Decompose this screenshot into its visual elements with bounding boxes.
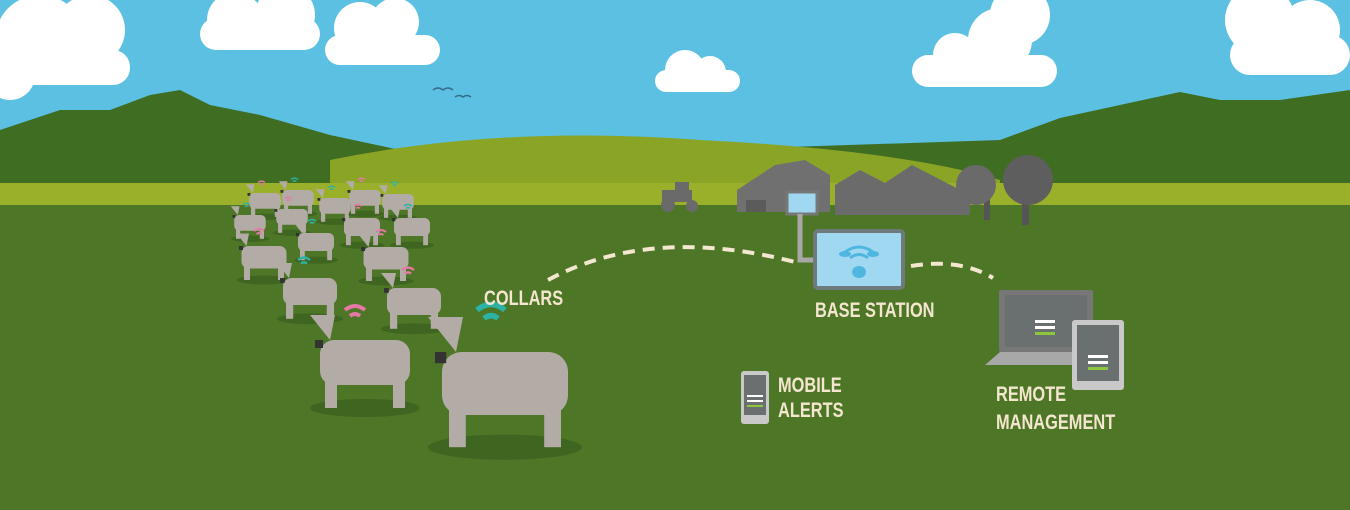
link-collars-to-base: [547, 245, 796, 282]
cow: [230, 202, 270, 242]
link-base-to-remote: [910, 261, 995, 280]
barn-antenna-box: [785, 190, 819, 216]
cloud: [0, 0, 130, 100]
laptop: [985, 290, 1100, 365]
cloud: [1225, 0, 1350, 75]
cloud: [655, 50, 740, 92]
mobile-alerts-label-line1: MOBILE: [778, 374, 842, 397]
mobile-alerts-label-line2: ALERTS: [778, 399, 844, 422]
field: [0, 205, 1350, 510]
cloud: [325, 0, 440, 65]
remote-management-label-line2: MANAGEMENT: [996, 411, 1116, 434]
cow: [428, 301, 582, 460]
sheds: [835, 165, 970, 215]
cloud: [200, 0, 320, 50]
remote-management-label-line1: REMOTE: [996, 383, 1067, 406]
cow: [345, 177, 385, 217]
cow: [236, 228, 292, 285]
trees: [956, 155, 1053, 225]
birds: [432, 87, 472, 98]
base-station-screen: [813, 229, 905, 290]
cow: [310, 304, 420, 417]
cow: [358, 229, 414, 286]
cloud: [912, 0, 1057, 87]
collars-label: COLLARS: [484, 287, 564, 310]
tractor: [661, 182, 698, 212]
clouds: [0, 0, 1350, 100]
base-station-label: BASE STATION: [815, 299, 935, 322]
herd: [230, 177, 582, 460]
tablet: [1072, 320, 1124, 390]
phone: [741, 371, 769, 424]
cable: [797, 214, 815, 263]
